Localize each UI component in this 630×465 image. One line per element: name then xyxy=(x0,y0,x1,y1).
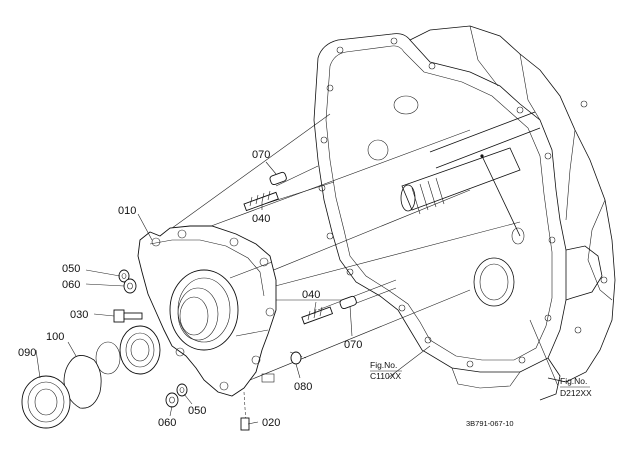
fig-ref-line2: C110XX xyxy=(370,371,401,381)
part-label-040-upper: 040 xyxy=(252,213,270,225)
fig-ref-line1: Fig.No. xyxy=(370,360,397,370)
o-ring-080 xyxy=(290,351,302,365)
part-label-010: 010 xyxy=(118,205,136,217)
drawing-code: 3B791-067-10 xyxy=(466,419,514,428)
plug-020 xyxy=(240,417,250,431)
part-label-080: 080 xyxy=(294,381,312,393)
part-label-070-upper: 070 xyxy=(252,149,270,161)
leader-lines xyxy=(35,161,559,425)
stud-bolt-upper xyxy=(243,190,279,212)
part-label-070-lower: 070 xyxy=(344,339,362,351)
circlip-100 xyxy=(63,355,102,409)
part-label-050-lower: 050 xyxy=(188,405,206,417)
washer-050-lower xyxy=(176,383,188,397)
part-label-090: 090 xyxy=(18,347,36,359)
part-label-060-lower: 060 xyxy=(158,417,176,429)
part-label-040-lower: 040 xyxy=(302,289,320,301)
part-label-030: 030 xyxy=(70,309,88,321)
cover-housing xyxy=(137,225,277,397)
figure-reference-c110xx: Fig.No. C110XX xyxy=(370,360,402,381)
part-label-050-upper: 050 xyxy=(62,263,80,275)
oil-seal-090 xyxy=(21,375,71,429)
case-bolt-holes xyxy=(318,37,608,368)
ball-bearing xyxy=(119,325,161,375)
figure-reference-d212xx: Fig.No. D212XX xyxy=(560,376,592,398)
fig-ref-line2: D212XX xyxy=(560,388,592,398)
transmission-case xyxy=(313,25,616,401)
nut-060-upper xyxy=(123,278,137,294)
nut-060-lower xyxy=(165,392,179,408)
part-label-020: 020 xyxy=(262,417,280,429)
part-labels: 070 040 010 050 060 030 100 090 040 070 … xyxy=(18,149,362,429)
dowel-pin-lower xyxy=(339,295,357,310)
part-label-100: 100 xyxy=(46,331,64,343)
bolt-030 xyxy=(113,309,143,323)
snap-ring xyxy=(95,341,121,375)
fig-ref-line1: Fig.No. xyxy=(560,376,587,386)
dowel-pin-upper xyxy=(269,171,287,186)
part-label-060-upper: 060 xyxy=(62,279,80,291)
stud-bolt-lower xyxy=(301,306,334,325)
shafts xyxy=(400,111,541,245)
